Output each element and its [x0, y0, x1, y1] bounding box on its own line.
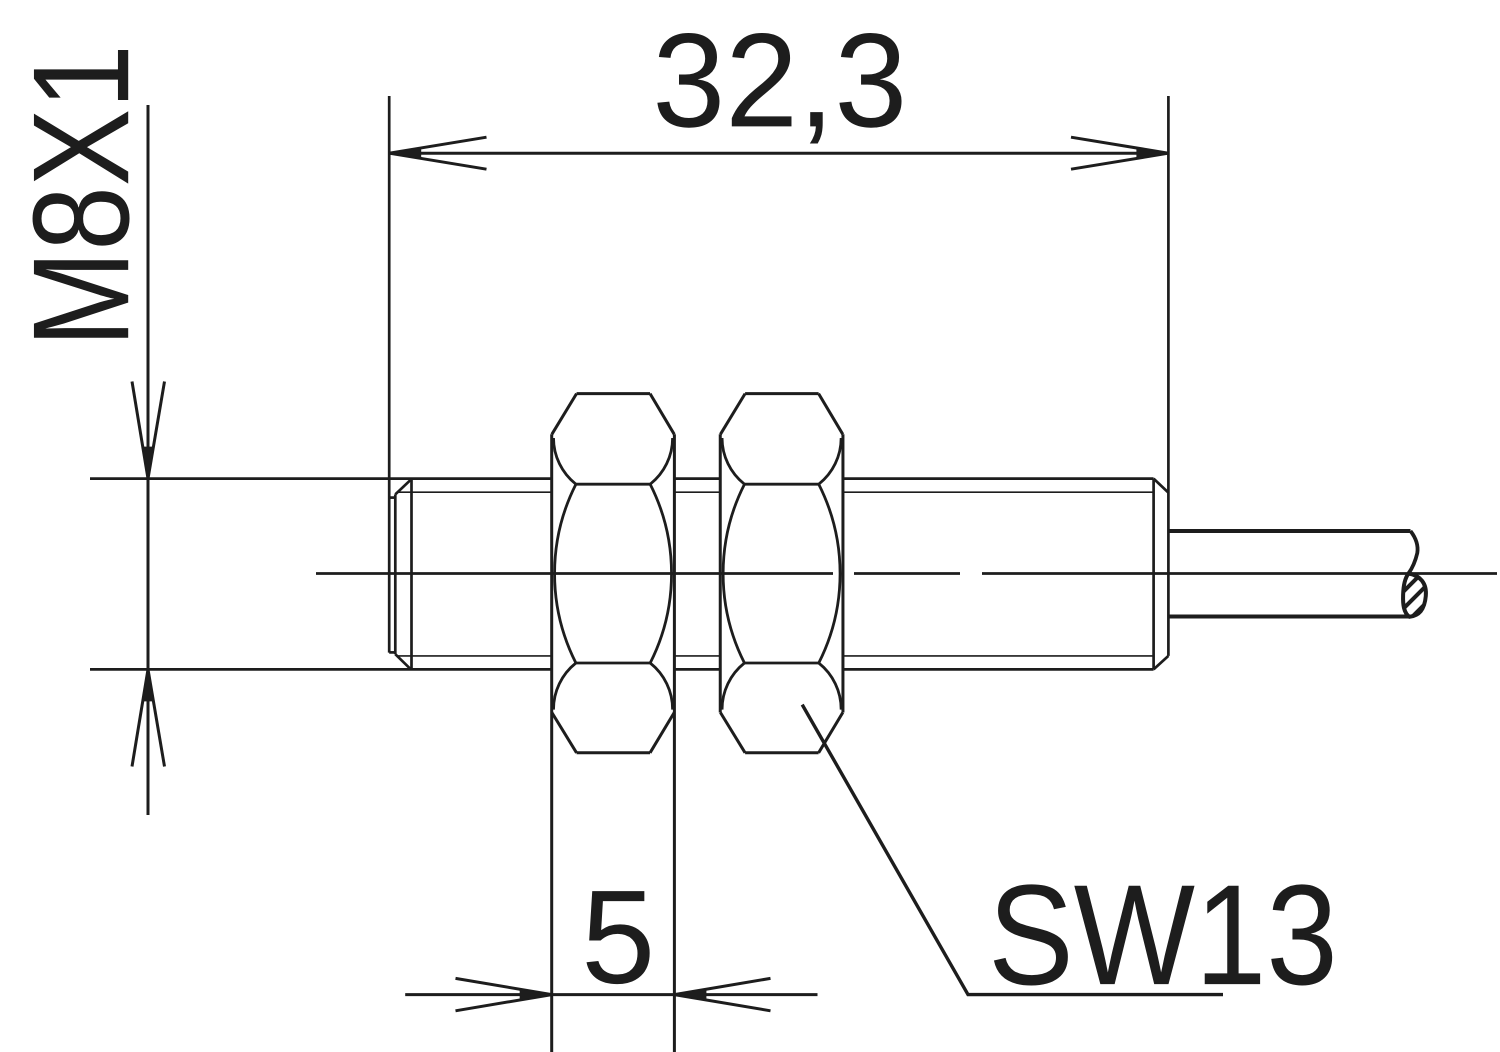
svg-text:SW13: SW13: [988, 856, 1338, 1015]
svg-text:5: 5: [581, 863, 655, 1012]
svg-text:32,3: 32,3: [652, 6, 907, 155]
svg-text:M8X1: M8X1: [5, 44, 158, 347]
